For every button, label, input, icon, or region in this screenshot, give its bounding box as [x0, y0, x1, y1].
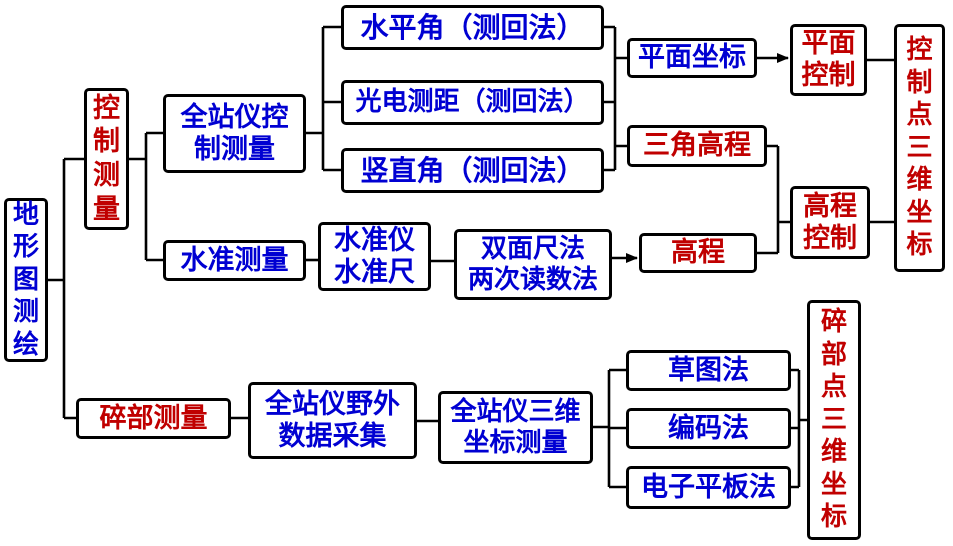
connector-merge-bracket [604, 25, 627, 172]
connector-total-station-fork [306, 25, 341, 172]
connector-height-merge [757, 144, 790, 255]
node-detail-survey: 碎部测量 [76, 398, 231, 439]
node-coding-method: 编码法 [626, 408, 791, 449]
connector-control-fork [129, 131, 163, 262]
node-control-survey: 控 制 测 量 [84, 88, 129, 230]
node-level-instrument: 水准仪 水准尺 [318, 222, 431, 291]
node-trig-leveling: 三角高程 [627, 125, 767, 167]
node-total-station-control: 全站仪控 制测量 [163, 94, 306, 173]
connector-methods-merge [791, 368, 807, 489]
node-height: 高程 [639, 233, 757, 273]
node-detail-point-3d: 碎 部 点 三 维 坐 标 [807, 300, 861, 540]
node-control-point-3d: 控 制 点 三 维 坐 标 [894, 24, 945, 272]
node-total-station-3d: 全站仪三维 坐标测量 [438, 391, 593, 464]
node-topographic-mapping: 地 形 图 测 绘 [4, 198, 48, 362]
node-e-tablet-method: 电子平板法 [626, 466, 791, 509]
connector-methods-fork [593, 368, 626, 489]
node-height-control: 高程 控制 [790, 186, 870, 259]
node-plane-control: 平面 控制 [790, 24, 867, 96]
node-field-data-collection: 全站仪野外 数据采集 [248, 382, 417, 459]
node-sketch-method: 草图法 [626, 350, 791, 391]
node-vertical-angle: 竖直角（测回法） [341, 148, 604, 193]
node-edm-distance: 光电测距（测回法） [341, 80, 604, 125]
node-horizontal-angle: 水平角（测回法） [341, 5, 604, 50]
connector-root-fork [48, 157, 84, 420]
node-level-survey: 水准测量 [163, 240, 306, 281]
node-plane-coords: 平面坐标 [627, 38, 757, 78]
node-double-face-method: 双面尺法 两次读数法 [454, 229, 612, 300]
